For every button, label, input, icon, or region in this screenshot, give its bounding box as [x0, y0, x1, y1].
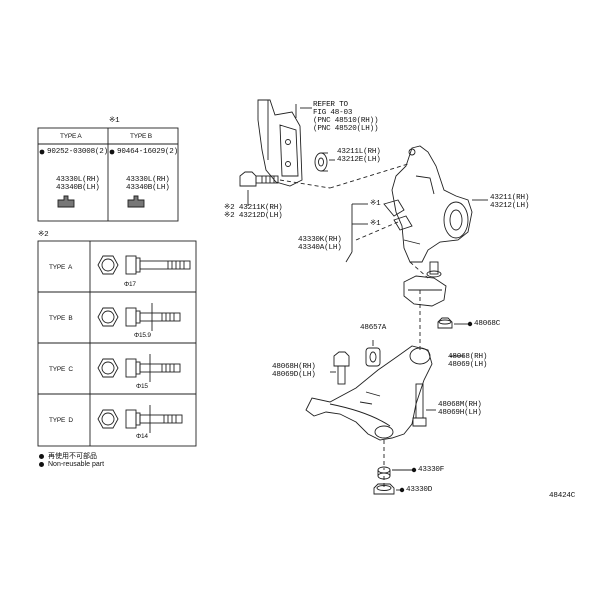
non-reusable-dot [411, 467, 417, 473]
stabilizer-bushing [365, 347, 381, 367]
refer-line-4: (PNC 48520(LH)) [313, 125, 379, 133]
bolt-type-b-label: TYPE B [49, 315, 73, 322]
bolt-type-c-label: TYPE C [49, 366, 73, 373]
note-mark-2: ※2 [38, 231, 49, 239]
bolt-type-b-diameter: Φ15.9 [134, 332, 151, 339]
refer-line-3: (PNC 48510(RH)) [313, 117, 379, 125]
type-a-part-number: 90252-03008(2) [47, 148, 108, 156]
legend-dot-icon [39, 461, 44, 467]
hub-bolt [239, 171, 279, 187]
steering-knuckle [391, 145, 473, 263]
callout-48068c: 48068C [474, 320, 501, 328]
dust-cover-bracket [257, 99, 303, 187]
bolt-type-a-diameter: Φ17 [124, 281, 136, 288]
bolt-type-c-diameter: Φ15 [136, 383, 148, 390]
bracket-icon [127, 195, 145, 208]
bolt-type-table-frame [37, 240, 197, 447]
ball-joint [403, 261, 447, 307]
callout-43212d: ※2 43212D(LH) [224, 212, 283, 220]
type-a-sub-rh: 43330L(RH) [56, 176, 100, 184]
non-reusable-dot [399, 487, 405, 493]
callout-43330f: 43330F [418, 466, 445, 474]
vertical-bolt [412, 383, 427, 427]
callout-48657a: 48657A [360, 324, 387, 332]
lower-arm-bolt [333, 351, 350, 385]
callout-48069d: 48069D(LH) [272, 371, 316, 379]
castle-nut [377, 466, 391, 480]
bracket-icon [57, 195, 75, 208]
hex-nut [373, 483, 395, 495]
type-b-sub-lh: 43340B(LH) [126, 184, 170, 192]
lock-nut [437, 317, 453, 329]
non-reusable-dot [467, 321, 473, 327]
callout-43330k: 43330K(RH) [298, 236, 342, 244]
legend-english-text: Non-reusable part [48, 461, 105, 468]
callout-48068: 48068(RH) [448, 353, 488, 361]
bushing [314, 152, 328, 172]
clip-bracket [393, 215, 413, 231]
callout-43212: 43212(LH) [490, 202, 530, 210]
bolt-type-d-label: TYPE D [49, 417, 73, 424]
callout-43211: 43211(RH) [490, 194, 530, 202]
legend-dot-icon [39, 453, 44, 459]
legend-japanese-text: 再使用不可部品 [48, 453, 97, 460]
legend-english: Non-reusable part [39, 461, 104, 468]
callout-48068m: 48068M(RH) [438, 401, 482, 409]
type-b-part-number: 90464-16029(2) [117, 148, 178, 156]
type-a-sub-lh: 43340B(LH) [56, 184, 100, 192]
non-reusable-dot [39, 149, 45, 155]
callout-48069: 48069(LH) [448, 361, 488, 369]
table-header-type-b: TYPE B [130, 133, 152, 140]
figure-code: 48424C [549, 492, 576, 500]
non-reusable-dot [109, 149, 115, 155]
bolt-drawing-type-a [97, 255, 191, 275]
bolt-type-d-diameter: Φ14 [136, 433, 148, 440]
table-header-type-a: TYPE A [60, 133, 82, 140]
bolt-drawing-type-c [97, 354, 181, 382]
callout-43212e: 43212E(LH) [337, 156, 381, 164]
callout-43211k: ※2 43211K(RH) [224, 204, 283, 212]
callout-43211l: 43211L(RH) [337, 148, 381, 156]
bolt-drawing-type-b [97, 303, 181, 331]
callout-note-1b: ※1 [370, 220, 381, 228]
type-b-sub-rh: 43330L(RH) [126, 176, 170, 184]
refer-line-2: FIG 48-03 [313, 109, 353, 117]
bolt-type-a-label: TYPE A [49, 264, 73, 271]
callout-43330d: 43330D [406, 486, 433, 494]
clip-bracket [383, 199, 405, 217]
bolt-drawing-type-d [97, 405, 183, 433]
refer-line-1: REFER TO [313, 101, 348, 109]
callout-note-1a: ※1 [370, 200, 381, 208]
callout-48068h: 48068H(RH) [272, 363, 316, 371]
callout-43340a: 43340A(LH) [298, 244, 342, 252]
callout-48069h: 48069H(LH) [438, 409, 482, 417]
legend-japanese: 再使用不可部品 [39, 451, 97, 461]
note-mark-1: ※1 [109, 117, 120, 125]
